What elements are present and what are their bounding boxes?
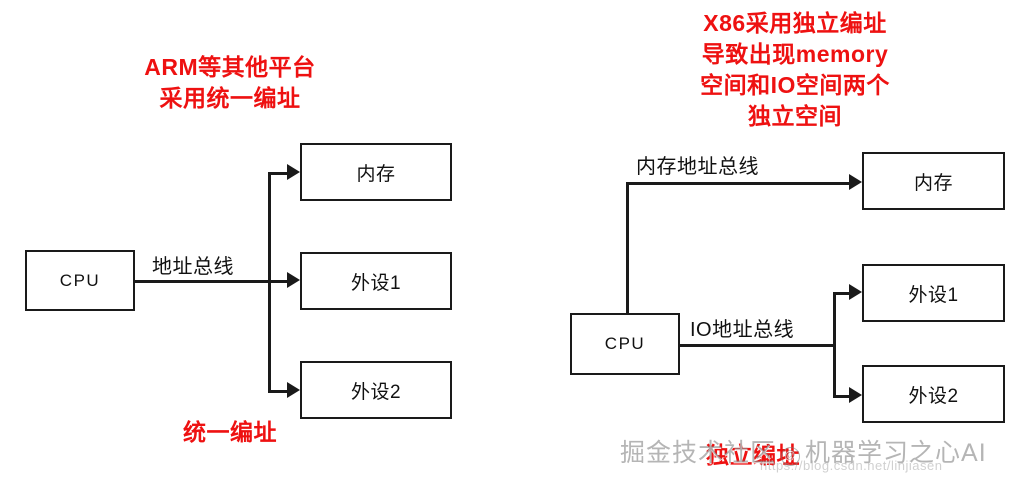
left-arrow-memory bbox=[287, 164, 300, 180]
left-target-box-peripheral-1: 外设1 bbox=[300, 252, 452, 310]
right-memory-bus-horizontal bbox=[626, 182, 850, 185]
right-title-note: X86采用独立编址 导致出现memory 空间和IO空间两个 独立空间 bbox=[645, 8, 945, 132]
right-title-note-line-1: X86采用独立编址 bbox=[703, 10, 887, 36]
left-target-label-memory: 内存 bbox=[356, 163, 396, 185]
left-title-note-line-2: 采用统一编址 bbox=[159, 85, 301, 111]
watermark-author: 机器学习之心AI bbox=[805, 439, 987, 467]
watermark-url: https://blog.csdn.net/linjiasen bbox=[760, 458, 943, 473]
left-footer-note-text: 统一编址 bbox=[183, 419, 277, 445]
right-branch-wire-peripheral-1 bbox=[833, 292, 851, 295]
right-title-note-line-2: 导致出现memory bbox=[701, 41, 889, 67]
left-branch-wire-memory bbox=[268, 172, 288, 175]
left-arrow-peripheral-2 bbox=[287, 382, 300, 398]
left-cpu-box: CPU bbox=[25, 250, 135, 311]
right-memory-bus-vertical bbox=[626, 182, 629, 315]
left-target-box-memory: 内存 bbox=[300, 143, 452, 201]
right-memory-bus-label: 内存地址总线 bbox=[636, 156, 759, 178]
right-target-box-peripheral-1: 外设1 bbox=[862, 264, 1005, 322]
right-target-label-peripheral-2: 外设2 bbox=[908, 385, 959, 407]
left-cpu-label: CPU bbox=[59, 270, 101, 290]
right-cpu-label: CPU bbox=[604, 334, 646, 353]
right-arrow-peripheral-2 bbox=[849, 387, 862, 403]
watermark-source: 掘金技术社区 bbox=[620, 439, 777, 467]
right-target-box-peripheral-2: 外设2 bbox=[862, 365, 1005, 423]
left-footer-note: 统一编址 bbox=[130, 417, 330, 448]
left-title-note-line-1: ARM等其他平台 bbox=[144, 54, 316, 80]
right-cpu-box: CPU bbox=[570, 313, 680, 375]
right-arrow-memory bbox=[849, 174, 862, 190]
right-target-label-peripheral-1: 外设1 bbox=[908, 284, 959, 306]
left-title-note: ARM等其他平台 采用统一编址 bbox=[105, 52, 355, 114]
left-target-label-peripheral-1: 外设1 bbox=[350, 272, 402, 294]
right-arrow-peripheral-1 bbox=[849, 284, 862, 300]
left-target-box-peripheral-2: 外设2 bbox=[300, 361, 452, 419]
left-branch-wire-peripheral-1 bbox=[268, 280, 288, 283]
right-io-bus-trunk bbox=[833, 292, 836, 395]
right-io-bus-horizontal bbox=[680, 344, 835, 347]
left-cpu-trunk-wire bbox=[135, 280, 270, 283]
left-target-label-peripheral-2: 外设2 bbox=[350, 381, 402, 403]
right-title-note-line-3: 空间和IO空间两个 bbox=[700, 72, 890, 98]
watermark: 掘金技术社区@机器学习之心AI bbox=[620, 433, 987, 469]
right-io-bus-label: IO地址总线 bbox=[690, 319, 795, 341]
right-branch-wire-peripheral-2 bbox=[833, 395, 851, 398]
left-branch-wire-peripheral-2 bbox=[268, 390, 288, 393]
right-target-box-memory: 内存 bbox=[862, 152, 1005, 210]
left-bus-label: 地址总线 bbox=[152, 256, 234, 278]
right-title-note-line-4: 独立空间 bbox=[748, 103, 842, 129]
watermark-at-icon: @ bbox=[781, 447, 801, 466]
left-arrow-peripheral-1 bbox=[287, 272, 300, 288]
right-target-label-memory: 内存 bbox=[913, 172, 953, 194]
